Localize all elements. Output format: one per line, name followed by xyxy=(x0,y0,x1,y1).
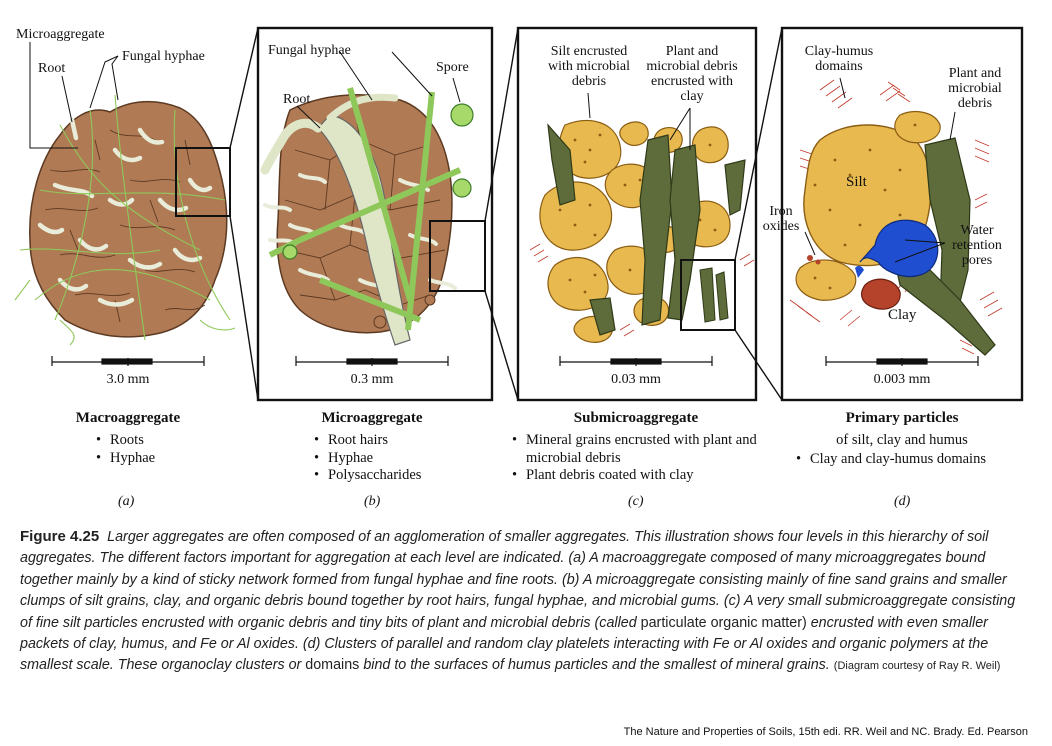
list-item: Roots xyxy=(96,432,155,450)
macroaggregate-illustration xyxy=(14,94,236,346)
scale-bar-d xyxy=(825,356,979,366)
caption-text-middle: encrusted with even smaller packets of c… xyxy=(20,614,989,674)
label-spore: Spore xyxy=(436,60,469,75)
figure-number: Figure 4.25 xyxy=(20,528,100,545)
caption-text-after: bind to the surfaces of humus particles … xyxy=(363,657,830,674)
scale-bar-b xyxy=(295,356,449,366)
panel-letter-b: (b) xyxy=(364,494,381,509)
label-root-b: Root xyxy=(283,92,311,107)
scale-label-a: 3.0 mm xyxy=(106,372,150,387)
label-clay: Clay xyxy=(888,307,917,323)
panel-title-d: Primary particles xyxy=(845,410,959,426)
label-plant-debris-c: Plant and microbial debris encrusted wit… xyxy=(646,44,738,104)
label-clay-humus-domains: Clay-humus domains xyxy=(804,44,874,74)
factors-list-b: Root hairs Hyphae Polysaccharides xyxy=(314,432,421,485)
figure-caption: Figure 4.25 Larger aggregates are often … xyxy=(20,526,1020,678)
label-silt-encrusted: Silt encrusted with microbial debris xyxy=(547,44,631,89)
source-attribution: The Nature and Properties of Soils, 15th… xyxy=(623,726,1028,738)
scale-label-c: 0.03 mm xyxy=(611,372,661,387)
aggregate-hierarchy-figure: Microaggregate Root Fungal hyphae Fungal… xyxy=(0,0,1052,515)
panel-letter-a: (a) xyxy=(118,494,135,509)
zoom-connector-a-b xyxy=(229,27,259,401)
list-item: Root hairs xyxy=(314,432,421,450)
figure-artwork xyxy=(14,26,1024,402)
zoom-connector-c-d xyxy=(734,27,783,401)
list-item: Hyphae xyxy=(96,450,155,468)
primary-particles-illustration xyxy=(789,77,1003,356)
scale-label-b: 0.3 mm xyxy=(350,372,394,387)
microaggregate-illustration xyxy=(260,87,486,346)
panel-letter-d: (d) xyxy=(894,494,911,509)
scale-label-d: 0.003 mm xyxy=(873,372,931,387)
label-water-retention-pores: Water retention pores xyxy=(952,223,1002,268)
label-silt: Silt xyxy=(846,174,867,190)
panel-letter-c: (c) xyxy=(628,494,644,509)
panel-title-a: Macroaggregate xyxy=(75,410,181,426)
factors-list-a: Roots Hyphae xyxy=(96,432,155,467)
list-item: Polysaccharides xyxy=(314,467,421,485)
list-item: Plant debris coated with clay xyxy=(512,467,774,485)
caption-upright-term-2: domains xyxy=(305,657,360,674)
list-item: Hyphae xyxy=(314,450,421,468)
list-item: Mineral grains encrusted with plant and … xyxy=(512,432,774,467)
factors-list-c: Mineral grains encrusted with plant and … xyxy=(512,432,774,485)
caption-upright-term: particulate organic matter) xyxy=(640,614,807,631)
caption-text-before: Larger aggregates are often composed of … xyxy=(20,529,1016,631)
panel-title-c: Submicroaggregate xyxy=(573,410,699,426)
label-microaggregate: Microaggregate xyxy=(16,27,105,42)
label-iron-oxides: Iron oxides xyxy=(762,204,800,234)
scale-bar-c xyxy=(559,356,713,366)
label-fungal-hyphae-b: Fungal hyphae xyxy=(268,43,351,58)
panel-title-b: Microaggregate xyxy=(321,410,423,426)
caption-credit: (Diagram courtesy of Ray R. Weil) xyxy=(833,660,1001,673)
label-plant-debris-d: Plant and microbial debris xyxy=(948,66,1002,111)
leader-lines-ab xyxy=(29,42,461,149)
zoom-connector-b-c xyxy=(484,27,519,401)
list-item: Clay and clay-humus domains xyxy=(796,451,986,469)
label-fungal-hyphae-a: Fungal hyphae xyxy=(122,49,205,64)
label-root-a: Root xyxy=(38,61,66,76)
scale-bar-a xyxy=(51,356,205,366)
factors-list-d: Clay and clay-humus domains xyxy=(796,451,986,469)
panel-subtitle-d: of silt, clay and humus xyxy=(836,432,968,448)
submicroaggregate-illustration xyxy=(529,92,755,343)
scale-bars xyxy=(51,356,979,366)
